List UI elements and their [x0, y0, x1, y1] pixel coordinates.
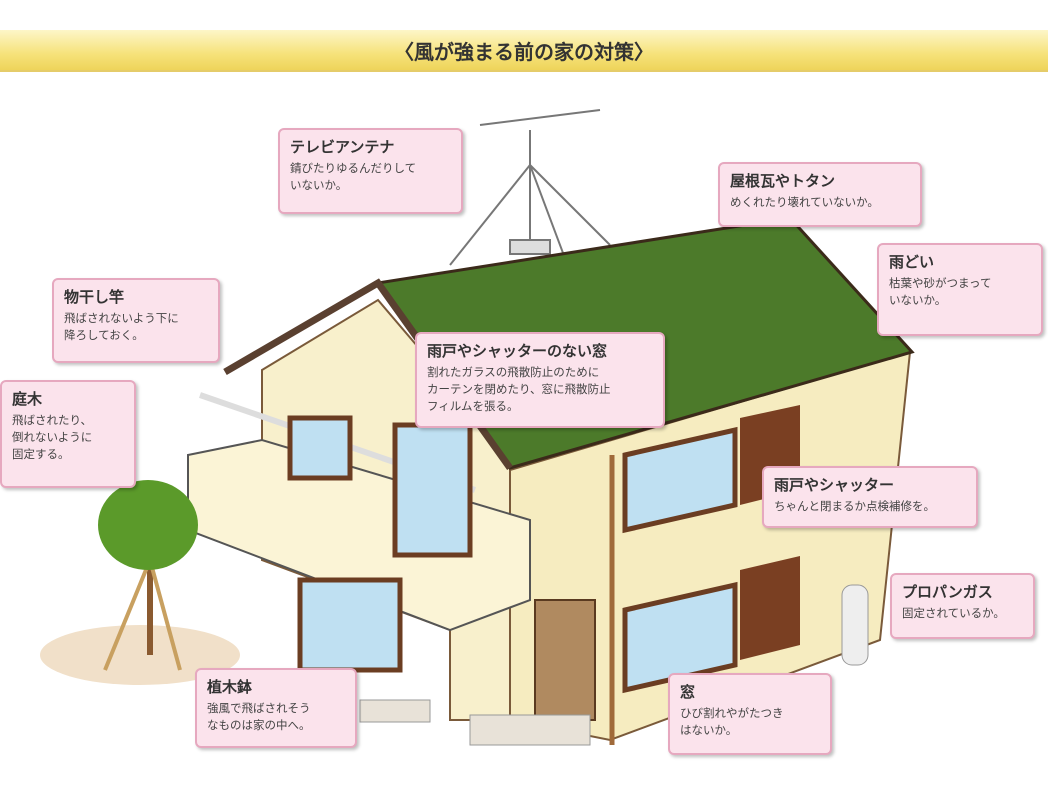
callout-body: ちゃんと閉まるか点検補修を。: [774, 499, 935, 513]
callout-shutter: 雨戸やシャッターちゃんと閉まるか点検補修を。: [762, 466, 978, 528]
callout-garden-tree: 庭木飛ばされたり、 倒れないように 固定する。: [0, 380, 136, 488]
callout-heading: テレビアンテナ: [290, 138, 395, 156]
callout-body: 固定されているか。: [902, 606, 1005, 620]
callout-body: めくれたり壊れていないか。: [730, 195, 879, 209]
callout-heading: 植木鉢: [207, 678, 253, 696]
page-title: 〈風が強まる前の家の対策〉: [394, 39, 654, 64]
callout-heading: 庭木: [12, 390, 43, 408]
callout-gutter: 雨どい枯葉や砂がつまって いないか。: [877, 243, 1043, 336]
callout-roof: 屋根瓦やトタンめくれたり壊れていないか。: [718, 162, 922, 227]
title-banner: 〈風が強まる前の家の対策〉: [0, 30, 1048, 72]
tree-graphic: [98, 480, 198, 671]
callout-body: 飛ばされないよう下に 降ろしておく。: [64, 311, 179, 342]
callout-propane: プロパンガス固定されているか。: [890, 573, 1035, 639]
callout-heading: 物干し竿: [64, 288, 125, 306]
callout-window-no-shutter: 雨戸やシャッターのない窓割れたガラスの飛散防止のために カーテンを閉めたり、窓に…: [415, 332, 665, 428]
callout-body: 枯葉や砂がつまって いないか。: [889, 276, 992, 307]
callout-heading: 窓: [680, 683, 696, 701]
callout-body: 強風で飛ばされそう なものは家の中へ。: [207, 701, 311, 732]
callout-heading: 雨戸やシャッター: [774, 476, 895, 494]
callout-body: 割れたガラスの飛散防止のために カーテンを閉めたり、窓に飛散防止 フィルムを張る…: [427, 365, 611, 413]
callout-window: 窓ひび割れやがたつき はないか。: [668, 673, 832, 755]
callout-heading: 雨戸やシャッターのない窓: [427, 342, 608, 360]
callout-plant-pot: 植木鉢強風で飛ばされそう なものは家の中へ。: [195, 668, 357, 748]
callout-heading: プロパンガス: [902, 583, 993, 601]
callout-body: 飛ばされたり、 倒れないように 固定する。: [12, 413, 93, 461]
callout-heading: 屋根瓦やトタン: [730, 172, 836, 190]
callout-tv-antenna: テレビアンテナ錆びたりゆるんだりして いないか。: [278, 128, 463, 214]
callout-laundry-pole: 物干し竿飛ばされないよう下に 降ろしておく。: [52, 278, 220, 363]
callout-body: ひび割れやがたつき はないか。: [680, 706, 784, 737]
callout-heading: 雨どい: [889, 253, 935, 271]
callout-body: 錆びたりゆるんだりして いないか。: [290, 161, 417, 192]
